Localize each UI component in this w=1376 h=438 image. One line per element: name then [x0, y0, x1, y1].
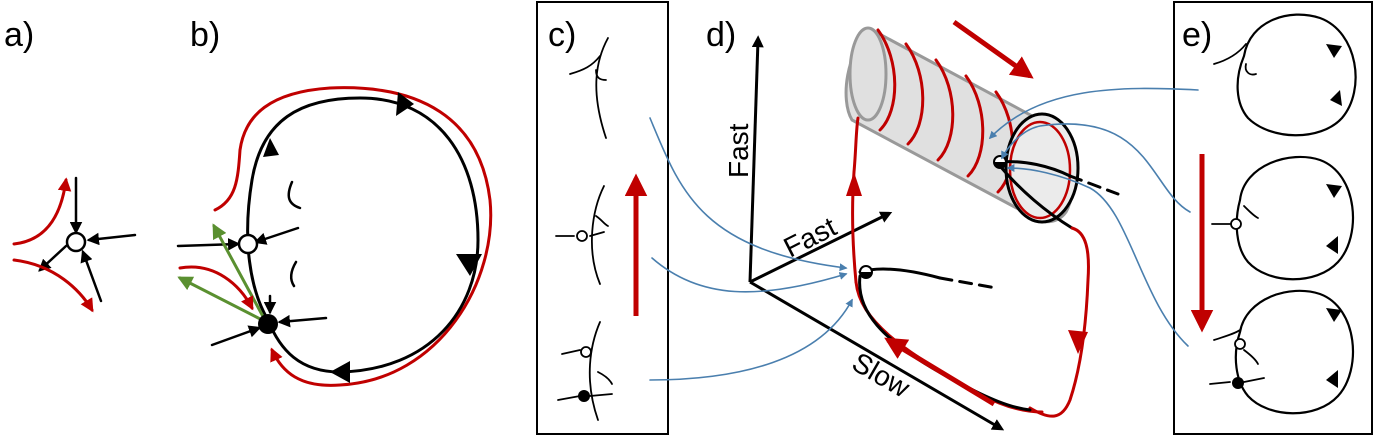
fast-axis-vertical-label: Fast — [723, 123, 754, 178]
panel-label-a: a) — [4, 16, 34, 54]
panel-c: c) — [536, 1, 669, 435]
fast-axis-vertical — [748, 35, 764, 283]
unstable-node-a — [65, 231, 87, 253]
connector-arrows — [649, 87, 1199, 381]
stable-node-b — [258, 314, 278, 334]
limit-cycle-cylinder — [844, 26, 1120, 230]
phase-sketch-e-top — [1213, 13, 1357, 137]
phase-sketch-c-bottom — [557, 321, 613, 421]
saddle-point-b — [237, 233, 259, 255]
flow-arrow-top — [952, 19, 1034, 79]
phase-sketch-c-middle — [555, 185, 609, 285]
slow-axis — [749, 280, 1005, 431]
panel-b: b) — [176, 16, 493, 387]
slow-axis-label: Slow — [847, 346, 916, 404]
flow-arrow-bottom — [884, 337, 996, 407]
saddle-node-diagram-a — [12, 176, 137, 313]
panel-label-c: c) — [548, 16, 576, 54]
panel-e-frame — [1173, 1, 1373, 435]
panel-label-b: b) — [190, 16, 220, 54]
homoclinic-orbit-b — [176, 86, 493, 387]
phase-sketch-e-middle — [1211, 155, 1355, 281]
phase-sketch-e-bottom — [1209, 289, 1355, 415]
panel-a: a) — [4, 16, 137, 313]
phase-sketch-c-top — [569, 37, 609, 139]
fast-axis-diagonal — [749, 211, 893, 284]
panel-e: e) — [1173, 1, 1373, 435]
panel-d: d) Fast Fast Slow — [706, 16, 1120, 431]
fast-axis-diagonal-label: Fast — [779, 211, 842, 263]
panel-label-d: d) — [706, 16, 736, 54]
panel-c-frame — [536, 1, 669, 435]
panel-label-e: e) — [1182, 16, 1212, 54]
